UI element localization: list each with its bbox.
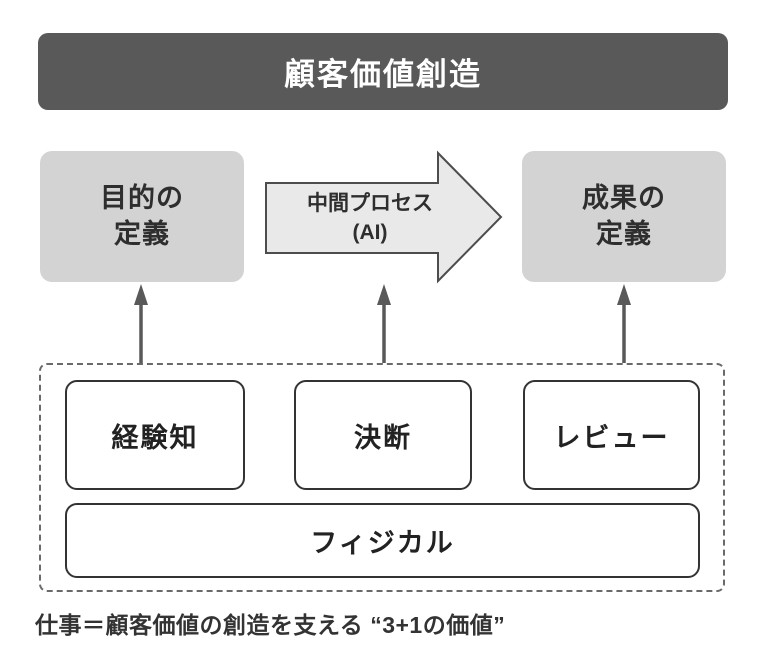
process-arrow-label: 中間プロセス (AI) (270, 181, 470, 255)
diagram-caption: 仕事＝顧客価値の創造を支える “3+1の価値” (35, 612, 506, 638)
physical-box: フィジカル (65, 503, 700, 578)
purpose-definition-line1: 目的の (100, 182, 184, 213)
review-label: レビュー (553, 422, 670, 453)
process-arrow-line2: (AI) (352, 221, 388, 244)
purpose-definition-line2: 定義 (114, 218, 170, 249)
decision-label: 決断 (354, 422, 412, 453)
decision-box: 決断 (294, 380, 472, 490)
customer-value-banner: 顧客価値創造 (38, 33, 728, 110)
process-right-arrow-icon (265, 150, 503, 284)
physical-label: フィジカル (310, 528, 455, 558)
foundation-group-border (39, 363, 725, 592)
experience-knowledge-label: 経験知 (111, 422, 199, 453)
customer-value-banner-label: 顧客価値創造 (284, 57, 482, 92)
upward-connector-arrows-icon (134, 284, 631, 363)
outcome-definition-line2: 定義 (596, 218, 652, 249)
outcome-definition-box: 成果の 定義 (522, 151, 726, 282)
review-box: レビュー (523, 380, 700, 490)
outcome-definition-line1: 成果の (582, 182, 666, 213)
purpose-definition-box: 目的の 定義 (40, 151, 244, 282)
process-arrow-line1: 中間プロセス (307, 191, 433, 215)
experience-knowledge-box: 経験知 (65, 380, 245, 490)
